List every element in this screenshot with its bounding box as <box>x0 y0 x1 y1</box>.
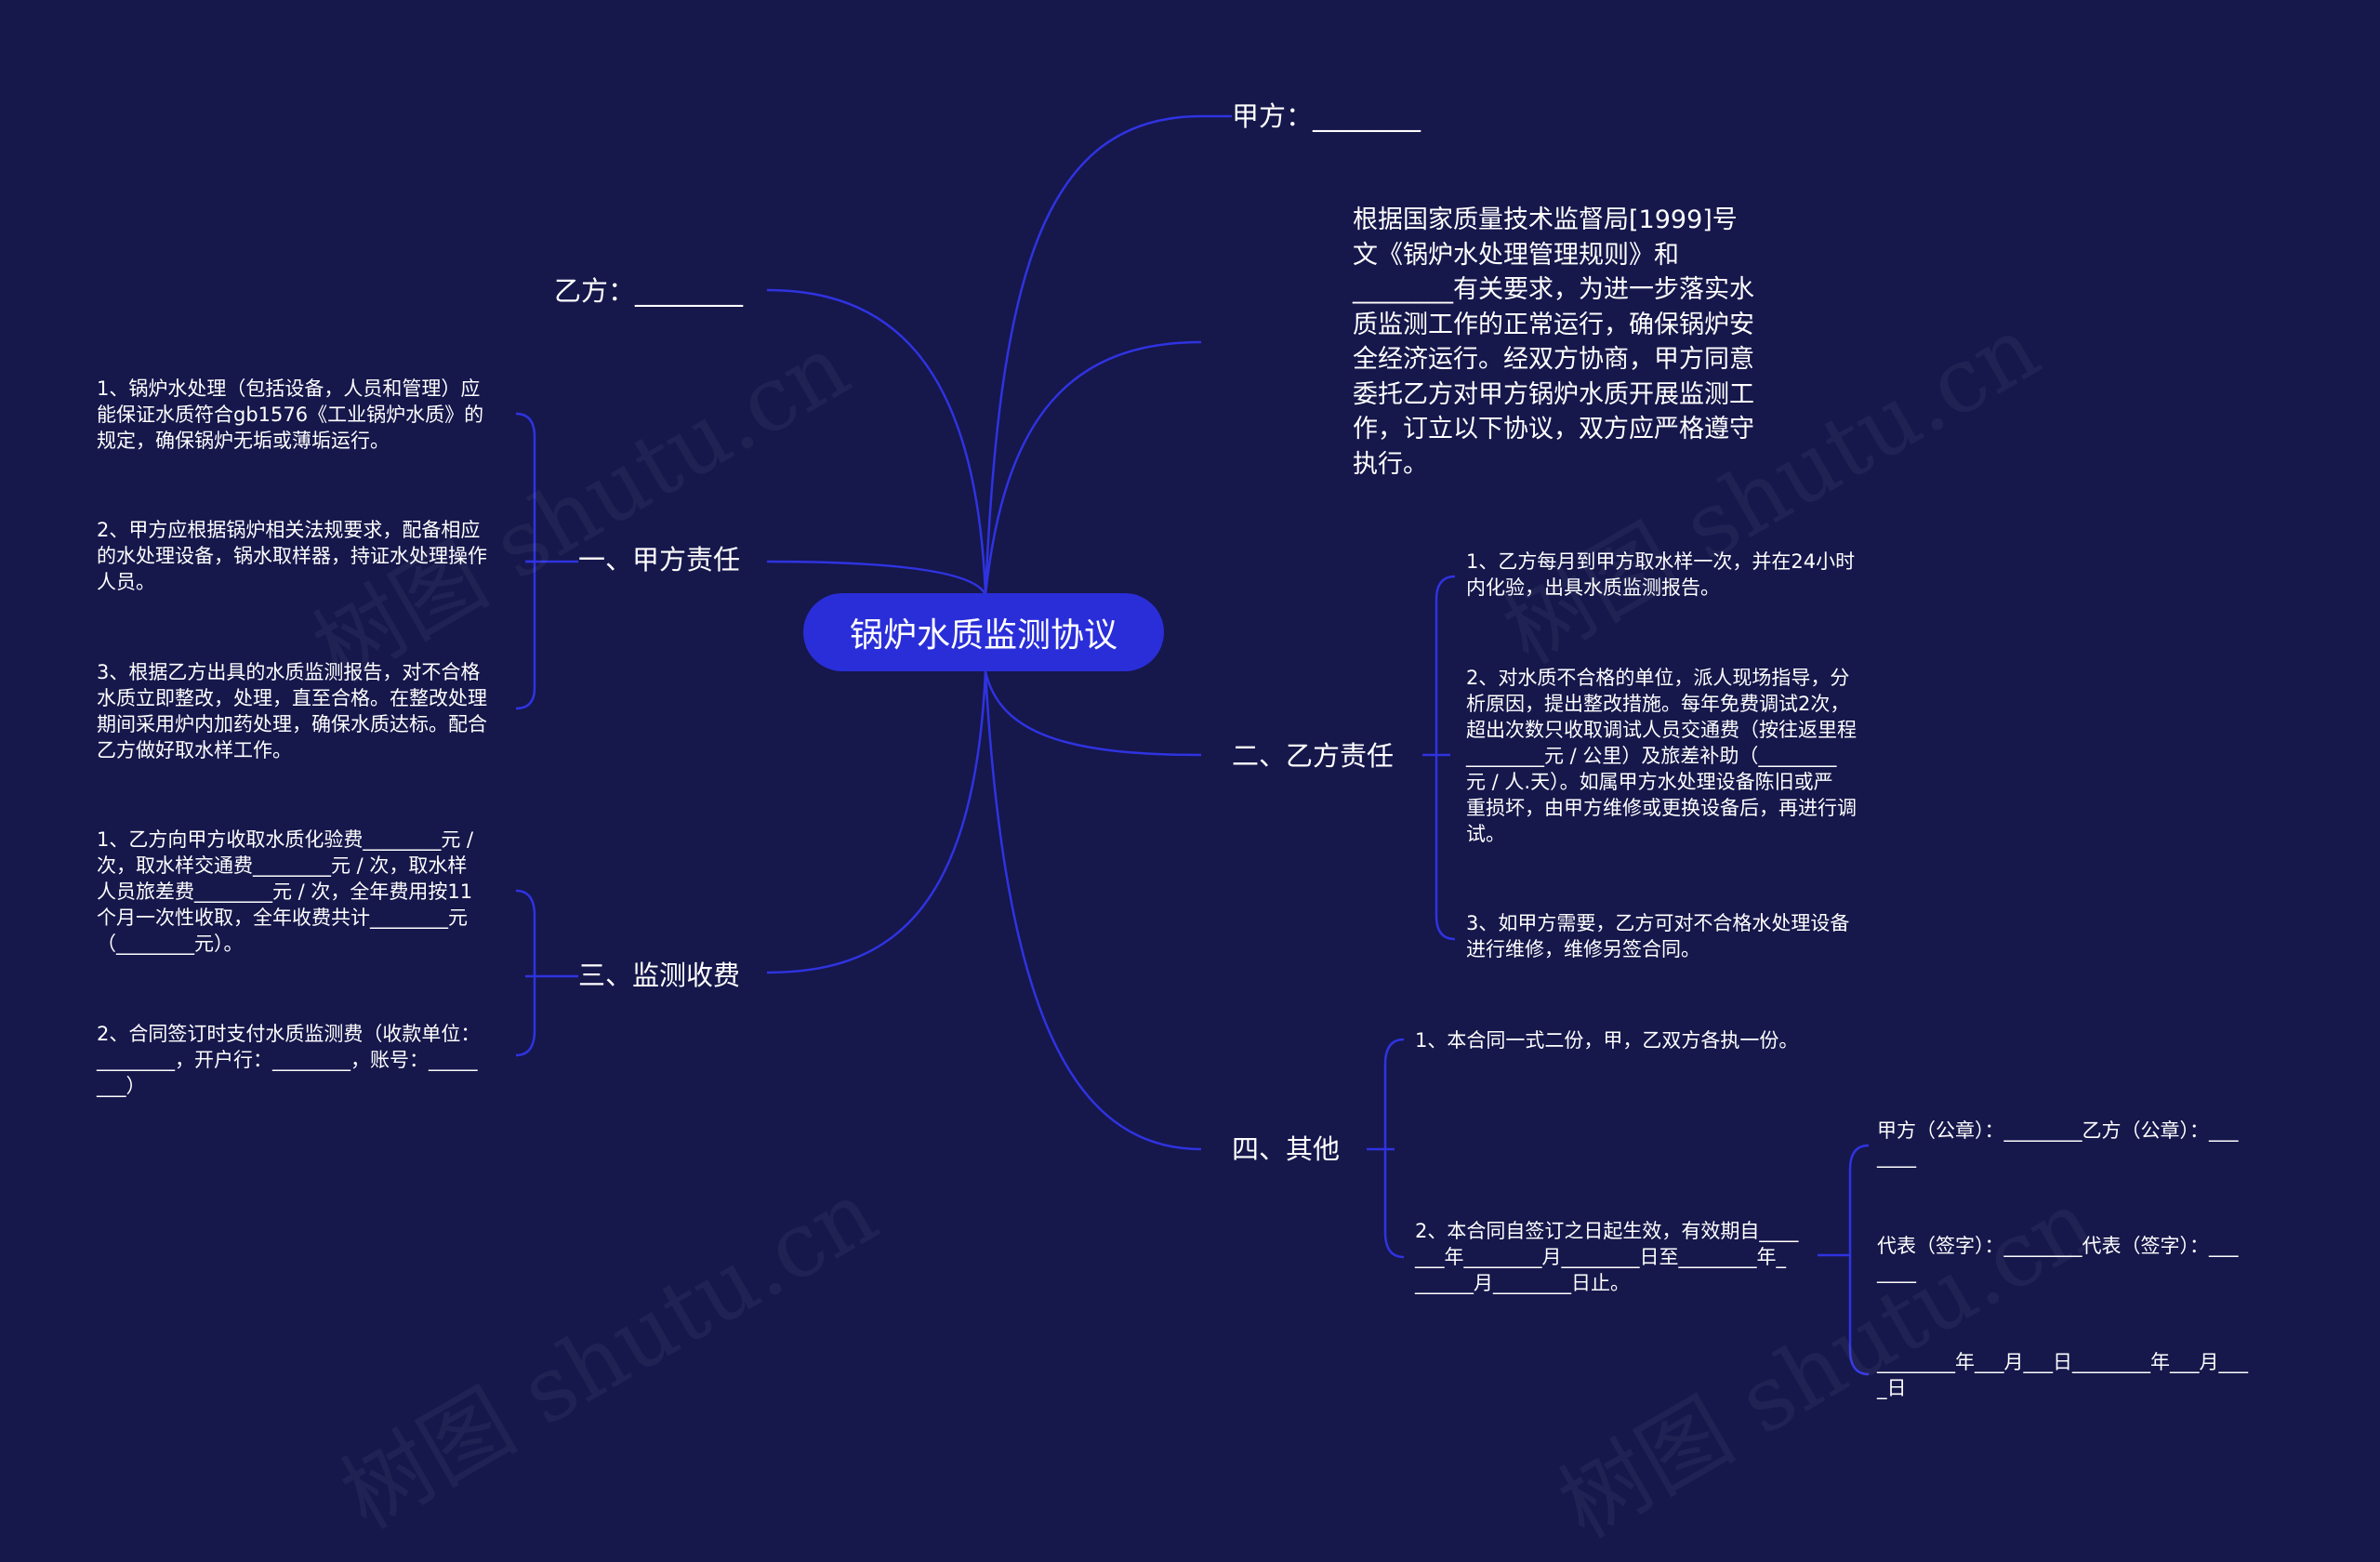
bracket-line <box>515 889 536 1057</box>
section3-item[interactable]: 2、合同签订时支付水质监测费（收款单位： ________，开户行：______… <box>97 1023 481 1097</box>
connector-line <box>766 560 987 596</box>
connector-lines <box>515 114 1870 1376</box>
section1-node[interactable]: 一、甲方责任 <box>578 544 741 576</box>
section2-item[interactable]: 2、对水质不合格的单位，派人现场指导，分 析原因，提出整改措施。每年免费调试2次… <box>1466 667 1857 845</box>
bracket-line <box>1435 575 1456 941</box>
connector-line <box>984 670 1202 1151</box>
section3-item[interactable]: 1、乙方向甲方收取水质化验费________元 / 次，取水样交通费______… <box>97 828 474 955</box>
connector-line <box>766 288 987 596</box>
connector-line <box>984 114 1232 596</box>
bracket-line <box>1848 1144 1870 1376</box>
section1-item[interactable]: 1、锅炉水处理（包括设备，人员和管理）应 能保证水质符合gb1576《工业锅炉水… <box>97 377 484 452</box>
section3-node[interactable]: 三、监测收费 <box>578 960 741 991</box>
intro-node[interactable]: 根据国家质量技术监督局[1999]号文《锅炉水处理管理规则》和________有… <box>1353 205 1754 479</box>
section4-item[interactable]: 2、本合同自签订之日起生效，有效期自____ ___年________月____… <box>1415 1220 1799 1294</box>
section4-item[interactable]: 1、本合同一式二份，甲，乙双方各执一份。 <box>1415 1029 1799 1052</box>
signature-item[interactable]: 甲方（公章）：________乙方（公章）：___ ____ <box>1877 1119 2239 1168</box>
section2-item[interactable]: 3、如甲方需要，乙方可对不合格水处理设备 进行维修，维修另签合同。 <box>1466 912 1850 960</box>
connector-line <box>984 670 1202 757</box>
bracket-line <box>1383 1038 1405 1259</box>
section2-item[interactable]: 1、乙方每月到甲方取水样一次，并在24小时 内化验，出具水质监测报告。 <box>1466 550 1856 599</box>
party-b-node[interactable]: 乙方：________ <box>554 275 744 307</box>
section4-node[interactable]: 四、其他 <box>1232 1133 1341 1165</box>
root-label: 锅炉水质监测协议 <box>849 616 1117 655</box>
connector-line <box>984 340 1202 596</box>
connector-line <box>766 670 987 974</box>
signature-item[interactable]: ________年___月___日________年___月___ _日 <box>1877 1351 2248 1399</box>
section1-item[interactable]: 3、根据乙方出具的水质监测报告，对不合格 水质立即整改，处理，直至合格。在整改处… <box>97 661 487 761</box>
signature-item[interactable]: 代表（签字）：________代表（签字）：___ ____ <box>1877 1235 2239 1283</box>
section1-item[interactable]: 2、甲方应根据锅炉相关法规要求，配备相应 的水处理设备，锅水取样器，持证水处理操… <box>97 519 487 593</box>
section2-node[interactable]: 二、乙方责任 <box>1232 740 1395 772</box>
root-node[interactable]: 锅炉水质监测协议 <box>803 593 1164 671</box>
party-a-node[interactable]: 甲方：________ <box>1232 100 1421 132</box>
